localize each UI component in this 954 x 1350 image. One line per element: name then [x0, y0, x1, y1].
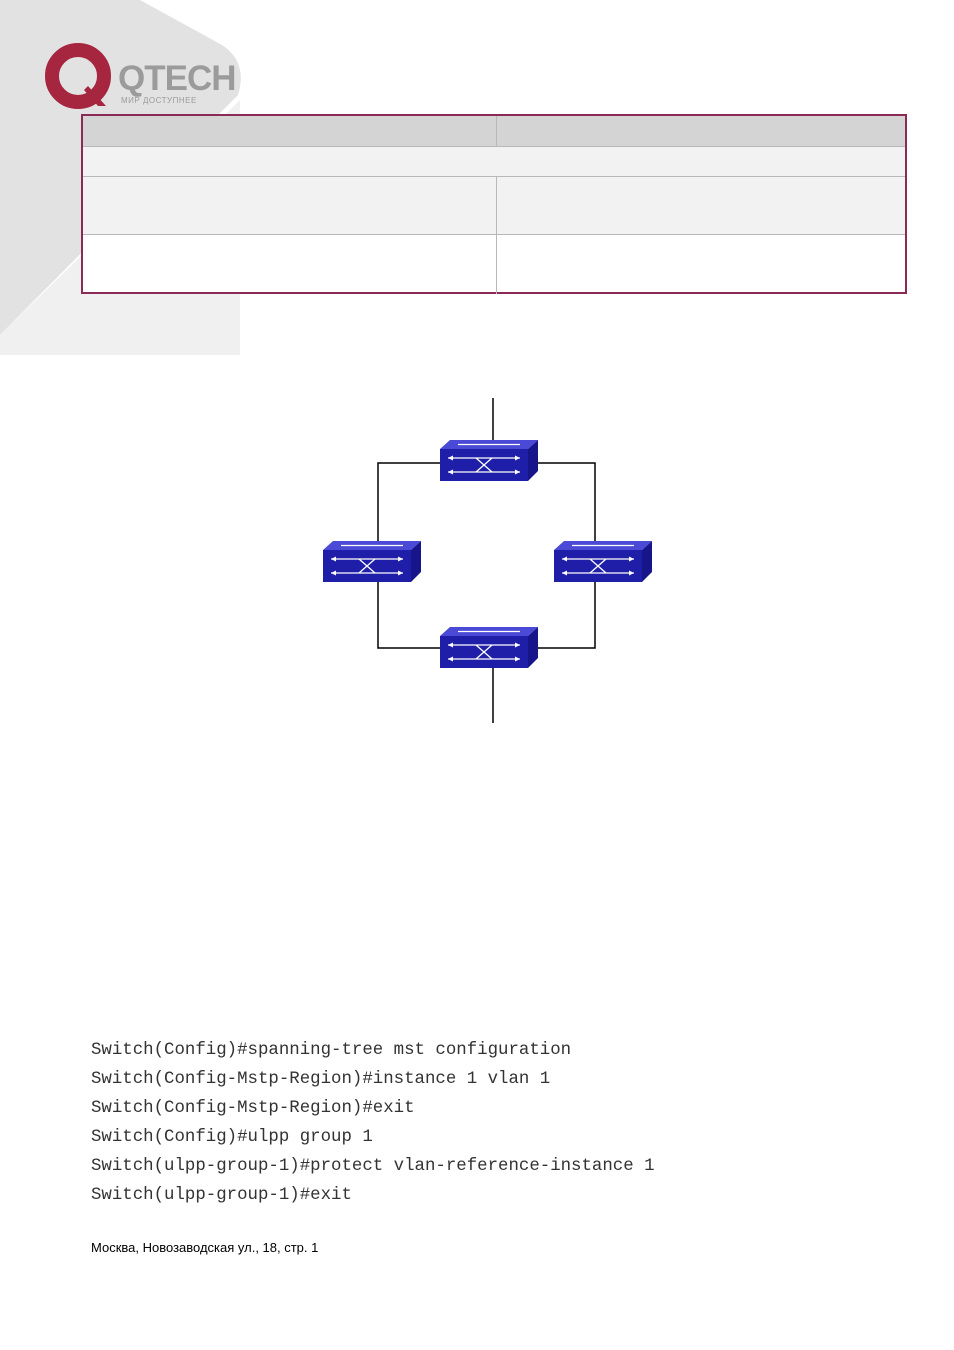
table-section-row [83, 147, 905, 177]
ring-topology-diagram [322, 398, 653, 723]
qtech-logo-icon [45, 43, 111, 109]
switch-icon [322, 540, 422, 583]
cli-line: Switch(Config)#spanning-tree mst configu… [91, 1041, 572, 1060]
logo-wordmark: QTECH [118, 59, 236, 98]
logo-tagline: МИР ДОСТУПНЕЕ [121, 96, 197, 105]
switch-icon [439, 439, 539, 482]
cli-line: Switch(Config-Mstp-Region)#exit [91, 1099, 415, 1118]
switch-icon [553, 540, 653, 583]
cli-line: Switch(ulpp-group-1)#protect vlan-refere… [91, 1157, 655, 1176]
table-header-row [83, 116, 905, 147]
table-column-divider [496, 177, 497, 294]
table-column-divider [496, 116, 497, 147]
company-logo: QTECH МИР ДОСТУПНЕЕ [40, 40, 240, 120]
info-table [81, 114, 907, 294]
table-row [83, 235, 905, 292]
cli-line: Switch(Config)#ulpp group 1 [91, 1128, 373, 1147]
cli-configuration-block: Switch(Config)#spanning-tree mst configu… [91, 1036, 655, 1210]
cli-line: Switch(Config-Mstp-Region)#instance 1 vl… [91, 1070, 551, 1089]
cli-line: Switch(ulpp-group-1)#exit [91, 1186, 352, 1205]
footer-address: Москва, Новозаводская ул., 18, стр. 1 [91, 1240, 319, 1255]
table-row [83, 177, 905, 235]
switch-icon [439, 626, 539, 669]
